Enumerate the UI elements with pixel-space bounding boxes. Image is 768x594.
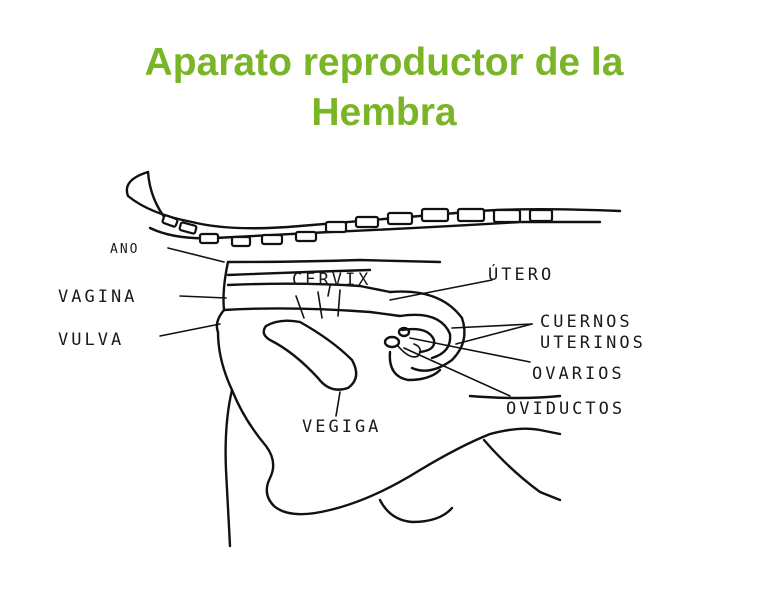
- belly: [482, 438, 562, 502]
- label-oviductos: OVIDUCTOS: [506, 399, 625, 419]
- uterine-horn-outer: [398, 313, 452, 360]
- label-cuernos: CUERNOS: [540, 312, 633, 332]
- udder: [378, 498, 454, 524]
- label-ovarios: OVARIOS: [532, 364, 625, 384]
- cervix-marks: [295, 289, 341, 319]
- uterine-horn-inner: [400, 327, 436, 354]
- vulva-edge: [215, 260, 230, 334]
- body-lower-outline: [216, 330, 562, 516]
- title-line-1: Aparato reproductor de la: [144, 41, 624, 84]
- label-ano: ANO: [110, 242, 139, 257]
- flank: [468, 394, 562, 400]
- oviduct-loop: [397, 343, 422, 358]
- label-vulva: VULVA: [58, 330, 124, 350]
- uterus-body: [388, 290, 466, 372]
- title-line-2: Hembra: [311, 91, 457, 134]
- vertebrae: [161, 207, 554, 248]
- ovary-left: [383, 335, 401, 349]
- rectum-lower: [226, 268, 372, 277]
- rectum-upper: [226, 258, 442, 264]
- label-uterinos: UTERINOS: [540, 333, 646, 353]
- leg-front: [224, 388, 234, 548]
- spine-lower-line: [148, 220, 602, 240]
- bladder: [262, 319, 358, 391]
- vagina-upper: [226, 282, 392, 294]
- pointer-lines: [159, 247, 533, 417]
- label-cervix: CERVIX: [292, 270, 371, 290]
- vagina-lower: [222, 307, 402, 318]
- label-vegiga: VEGIGA: [302, 417, 381, 437]
- label-vagina: VAGINA: [58, 287, 137, 307]
- label-utero: ÚTERO: [488, 263, 554, 285]
- slide-title: Aparato reproductor de la Hembra: [0, 38, 768, 138]
- back-outline: [125, 170, 622, 230]
- ovary-right: [397, 326, 411, 338]
- uterine-lower-curve: [388, 350, 442, 382]
